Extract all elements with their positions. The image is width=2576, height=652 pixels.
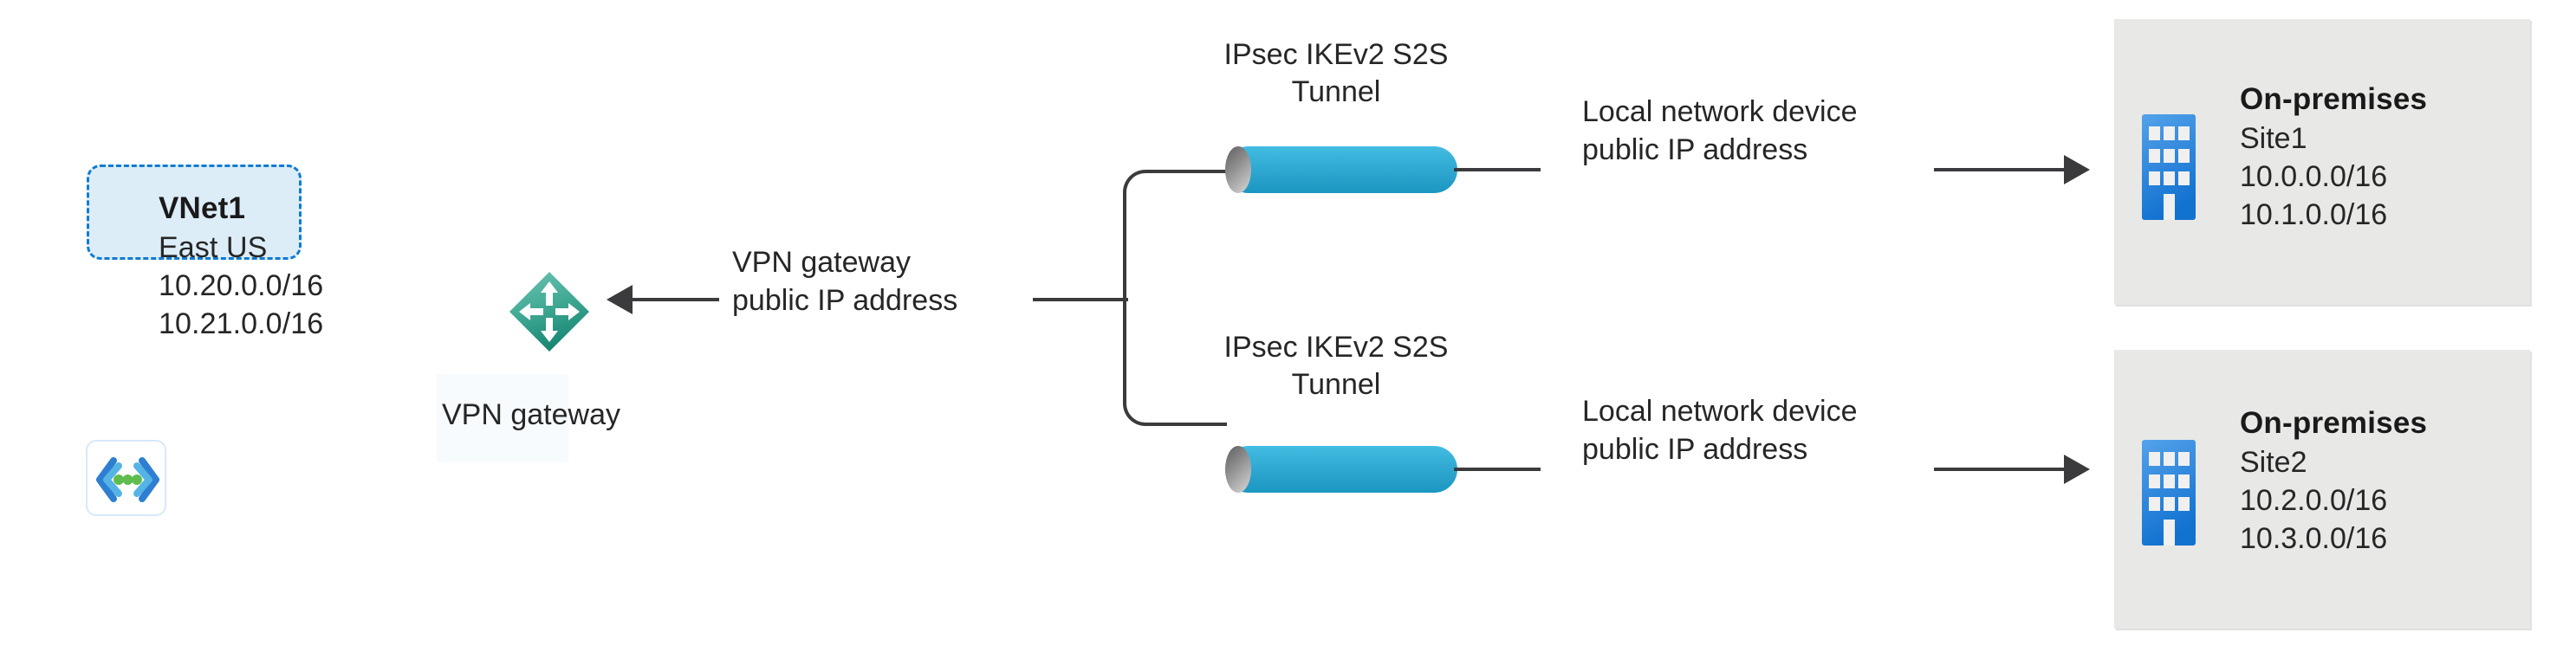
- site-1-arrow-line: [1934, 168, 2064, 171]
- vnet-text-block: VNet1 East US 10.20.0.0/16 10.21.0.0/16: [159, 189, 384, 343]
- vnet-container: [87, 165, 302, 260]
- tunnel-2-shape: [1225, 446, 1457, 493]
- tunnel-2-cap: [1225, 446, 1251, 493]
- vpn-gateway-public-ip-label: VPN gateway public IP address: [732, 246, 958, 317]
- onprem-site-2-address-1: 10.2.0.0/16: [2240, 483, 2388, 517]
- bracket-stem-line: [1033, 298, 1128, 301]
- tunnel-1-cap: [1225, 146, 1251, 193]
- vnet-region: East US: [159, 230, 268, 264]
- tunnel-1-label: IPsec IKEv2 S2S Tunnel: [1223, 38, 1449, 108]
- vnet-address-space-2: 10.21.0.0/16: [159, 307, 324, 340]
- local-device-2-label: Local network device public IP address: [1582, 395, 1858, 466]
- onprem-site-1-text: On-premises Site1 10.0.0.0/16 10.1.0.0/1…: [2240, 80, 2427, 234]
- tunnel-2-label: IPsec IKEv2 S2S Tunnel: [1223, 331, 1449, 401]
- gateway-arrow-line: [633, 298, 719, 301]
- office-building-icon: [2142, 114, 2196, 224]
- tunnel-1-shape: [1225, 146, 1457, 193]
- office-building-icon: [2142, 440, 2196, 550]
- onprem-site-1-address-1: 10.0.0.0/16: [2240, 159, 2388, 193]
- onprem-site-2-text: On-premises Site2 10.2.0.0/16 10.3.0.0/1…: [2240, 403, 2427, 558]
- onprem-site-1-address-2: 10.1.0.0/16: [2240, 197, 2388, 231]
- vnet-address-space-1: 10.20.0.0/16: [159, 268, 324, 302]
- vpn-gateway-label-backdrop: [437, 374, 568, 462]
- bracket-bottom-corner: [1123, 296, 1227, 426]
- site-1-arrowhead: [2064, 155, 2090, 184]
- site-2-arrowhead: [2064, 455, 2090, 484]
- site-2-arrow-line: [1934, 468, 2064, 471]
- vpn-gateway-label: VPN gateway: [442, 398, 620, 431]
- vnet-name: VNet1: [159, 191, 246, 225]
- onprem-site-2-container: On-premises Site2 10.2.0.0/16 10.3.0.0/1…: [2114, 350, 2530, 629]
- onprem-site-2-heading: On-premises: [2240, 406, 2428, 440]
- azure-virtual-network-icon: [86, 440, 166, 516]
- onprem-site-1-heading: On-premises: [2240, 82, 2428, 116]
- onprem-site-1-container: On-premises Site1 10.0.0.0/16 10.1.0.0/1…: [2114, 19, 2530, 305]
- onprem-site-2-name: Site2: [2240, 445, 2307, 479]
- local-device-1-label: Local network device public IP address: [1582, 95, 1858, 166]
- onprem-site-1-name: Site1: [2240, 121, 2307, 155]
- gateway-arrowhead: [607, 285, 633, 314]
- tunnel-1-right-line: [1454, 168, 1541, 171]
- tunnel-2-right-line: [1454, 468, 1541, 471]
- onprem-site-2-address-2: 10.3.0.0/16: [2240, 521, 2388, 555]
- bracket-top-corner: [1123, 170, 1227, 300]
- vpn-gateway-icon: [508, 270, 591, 353]
